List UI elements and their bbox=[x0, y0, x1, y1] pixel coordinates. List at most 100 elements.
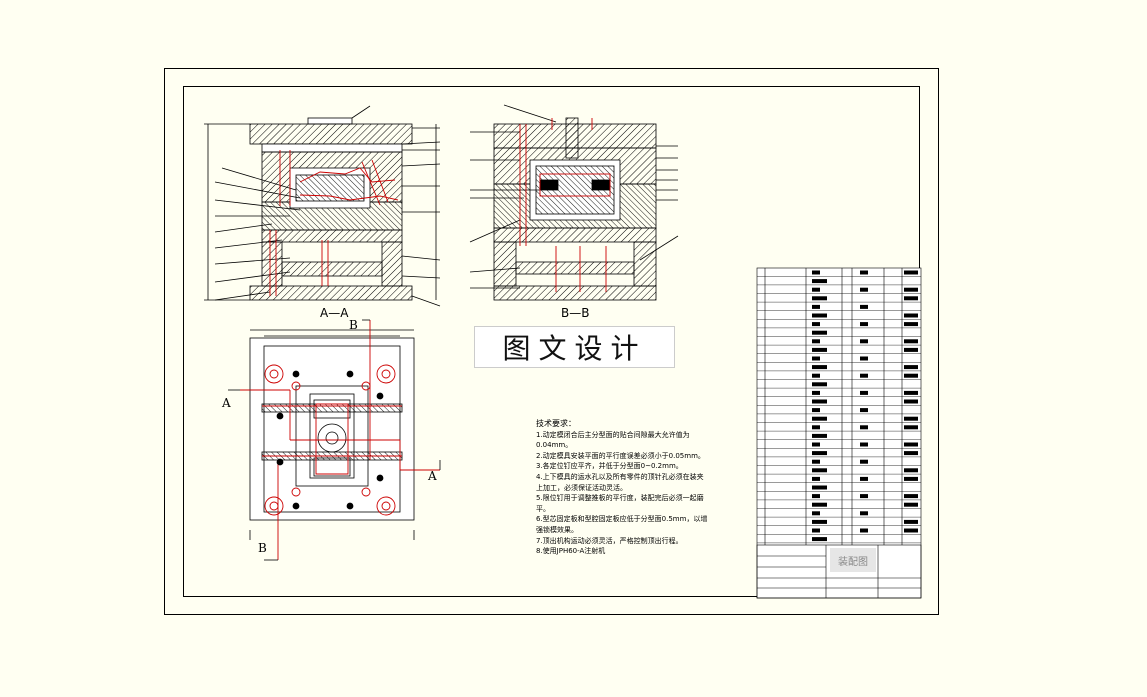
bom-cell-mark bbox=[812, 347, 827, 352]
bom-cell-mark bbox=[812, 313, 827, 318]
bom-cell-mark bbox=[812, 519, 827, 524]
bom-cell-mark bbox=[904, 494, 918, 499]
bom-cell-mark bbox=[812, 433, 827, 438]
bom-cell-mark bbox=[904, 373, 918, 378]
bom-cell-mark bbox=[812, 408, 820, 413]
bom-cell-mark bbox=[904, 476, 918, 481]
bom-cell-mark bbox=[904, 451, 918, 456]
bom-cell-mark bbox=[860, 304, 868, 309]
tech-line: 平。 bbox=[536, 504, 550, 513]
bom-cell-mark bbox=[812, 279, 827, 284]
watermark-label: 图文设计 bbox=[474, 326, 675, 368]
bom-cell-mark bbox=[860, 373, 868, 378]
bom-cell-mark bbox=[860, 459, 868, 464]
bom-cell-mark bbox=[812, 537, 827, 542]
bom-cell-mark bbox=[860, 511, 868, 516]
bom-cell-mark bbox=[904, 322, 918, 327]
tech-line: 6.型芯固定板和型腔固定板应低于分型面0.5mm，以增 bbox=[536, 515, 708, 524]
bom-cell-mark bbox=[904, 270, 918, 275]
bom-cell-mark bbox=[860, 528, 868, 533]
cut-letter-b-bottom: B bbox=[258, 541, 267, 555]
cut-letter-b-top: B bbox=[349, 318, 358, 332]
bom-cell-mark bbox=[812, 442, 820, 447]
bom-cell-mark bbox=[812, 425, 820, 430]
bom-cell-mark bbox=[812, 365, 827, 370]
bom-cell-mark bbox=[812, 356, 820, 361]
bom-cell-mark bbox=[812, 416, 827, 421]
bom-cell-mark bbox=[860, 408, 868, 413]
bom-cell-mark bbox=[812, 373, 820, 378]
bom-cell-mark bbox=[904, 296, 918, 301]
bom-cell-mark bbox=[812, 451, 827, 456]
bom-cell-mark bbox=[812, 468, 827, 473]
bom-cell-mark bbox=[860, 356, 868, 361]
bom-cell-mark bbox=[860, 494, 868, 499]
drawing-outer-border bbox=[164, 68, 939, 615]
section-aa-red-features bbox=[269, 150, 399, 296]
bom-cell-mark bbox=[904, 339, 918, 344]
bom-cell-mark bbox=[812, 502, 827, 507]
tech-title: 技术要求： bbox=[536, 419, 576, 428]
bom-cell-mark bbox=[860, 287, 868, 292]
bom-cell-mark bbox=[860, 442, 868, 447]
bom-cell-mark bbox=[860, 390, 868, 395]
section-bb-view bbox=[469, 104, 679, 301]
cut-letter-a-left: A bbox=[222, 396, 231, 410]
bom-cell-mark bbox=[812, 485, 827, 490]
title-block-drawing-name: 装配图 bbox=[830, 548, 876, 572]
bom-cell-mark bbox=[904, 425, 918, 430]
bom-cell-mark bbox=[904, 390, 918, 395]
tech-line: 1.动定模闭合后主分型面的贴合间隙最大允许值为 bbox=[536, 430, 690, 439]
bom-cell-mark bbox=[812, 528, 820, 533]
bom-cell-mark bbox=[904, 468, 918, 473]
tech-line: 5.限位钉用于调整推板的平行度，装配完后必须一起磨 bbox=[536, 494, 704, 503]
tech-line: 3.各定位钉应平齐，并低于分型面0~0.2mm。 bbox=[536, 462, 683, 471]
tech-line: 4.上下模具的运水孔以及所有零件的顶针孔必须在装夹 bbox=[536, 472, 704, 481]
bom-cell-mark bbox=[812, 459, 820, 464]
bom-cell-mark bbox=[904, 502, 918, 507]
bom-cell-mark bbox=[904, 313, 918, 318]
bom-cell-mark bbox=[904, 442, 918, 447]
cut-letter-a-right: A bbox=[428, 469, 437, 483]
bom-cell-mark bbox=[860, 270, 868, 275]
bom-cell-mark bbox=[904, 365, 918, 370]
bom-cell-mark bbox=[904, 528, 918, 533]
bom-cell-mark bbox=[812, 399, 827, 404]
bom-cell-mark bbox=[812, 382, 827, 387]
plan-view-red-features bbox=[240, 320, 440, 560]
bom-cell-mark bbox=[812, 511, 820, 516]
tech-line: 上加工，必须保证活动灵活。 bbox=[536, 483, 627, 492]
bom-cell-mark bbox=[860, 425, 868, 430]
bom-cell-mark bbox=[812, 476, 820, 481]
bom-cell-mark bbox=[860, 322, 868, 327]
tech-line: 8.使用JPH60-A注射机 bbox=[536, 547, 606, 556]
bom-cell-mark bbox=[812, 390, 820, 395]
bom-cell-mark bbox=[904, 399, 918, 404]
bom-cell-mark bbox=[904, 287, 918, 292]
bom-cell-mark bbox=[812, 304, 820, 309]
tech-line: 0.04mm。 bbox=[536, 441, 573, 450]
bom-cell-mark bbox=[812, 270, 820, 275]
tech-line: 7.顶出机构运动必须灵活，严格控制顶出行程。 bbox=[536, 536, 683, 545]
bom-cell-mark bbox=[904, 519, 918, 524]
bom-cell-mark bbox=[812, 330, 827, 335]
section-bb-red-features bbox=[519, 118, 611, 292]
tech-line: 2.动定模具安装平面的平行度误差必须小于0.05mm。 bbox=[536, 451, 705, 460]
bom-rows bbox=[757, 270, 921, 544]
bom-cell-mark bbox=[812, 287, 820, 292]
tech-line: 强锁模效果。 bbox=[536, 525, 578, 534]
bom-cell-mark bbox=[860, 339, 868, 344]
bom-cell-mark bbox=[812, 494, 820, 499]
bom-cell-mark bbox=[860, 476, 868, 481]
bom-cell-mark bbox=[904, 416, 918, 421]
bom-cell-mark bbox=[812, 322, 820, 327]
plan-view-cutting-plane-arrows bbox=[228, 319, 441, 561]
bom-cell-mark bbox=[904, 347, 918, 352]
section-aa-label: A—A bbox=[320, 306, 349, 320]
bom-cell-mark bbox=[812, 296, 827, 301]
section-bb-label: B—B bbox=[561, 306, 590, 320]
technical-requirements: 技术要求： 1.动定模闭合后主分型面的贴合间隙最大允许值为 0.04mm。 2.… bbox=[536, 419, 746, 557]
bom-cell-mark bbox=[812, 339, 820, 344]
plan-view-holes bbox=[276, 370, 384, 510]
